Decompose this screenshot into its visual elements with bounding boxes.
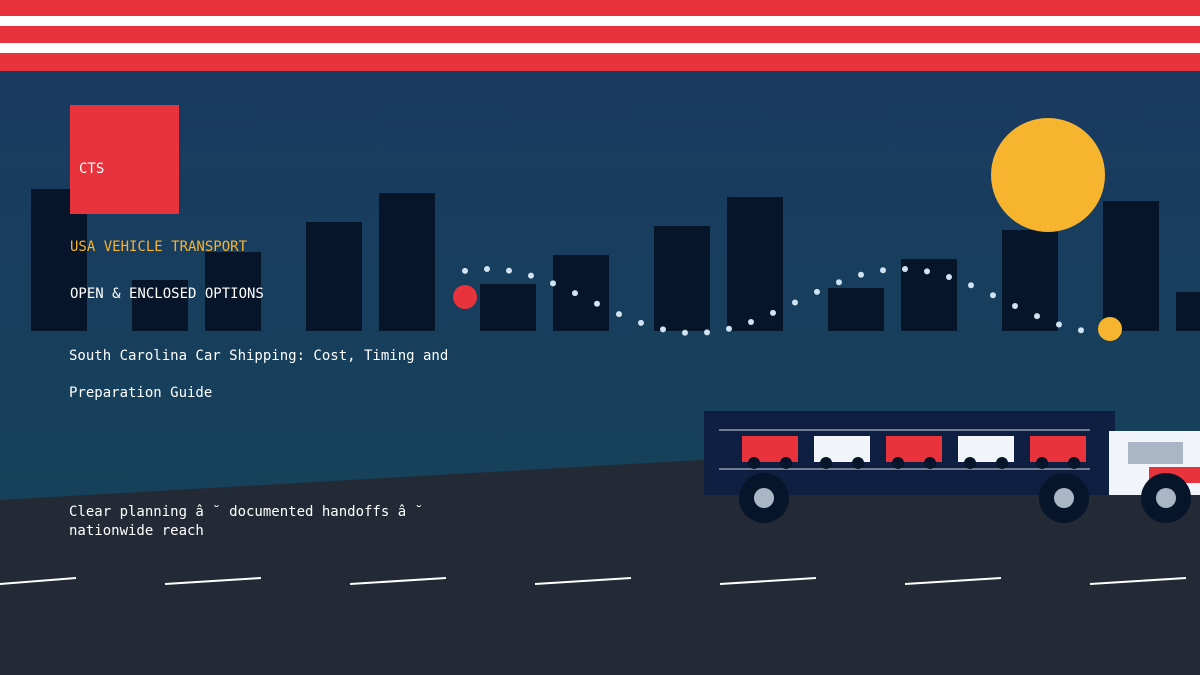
route-end-marker [1098,317,1122,341]
route-dot [572,290,578,297]
building [480,284,536,331]
truck-wheels [739,473,1191,523]
city-skyline [31,189,1200,331]
route-dot [550,280,556,287]
cargo-car [1030,436,1086,462]
building [1103,201,1159,331]
building [727,197,783,331]
route-dot [946,274,952,280]
route-dot [792,299,798,306]
building [828,288,884,331]
eyebrow-label: USA VEHICLE TRANSPORT [70,239,248,255]
road [0,460,1200,675]
route-dot [726,325,732,332]
route-dot [704,329,710,336]
lane-markings [0,577,1187,585]
route-dot [660,326,666,333]
cargo-cars [742,436,1086,462]
cab-window [1128,442,1183,464]
building [205,252,261,331]
route-dot [682,329,688,336]
route-dot [506,267,512,274]
logo-badge: CTS [70,105,179,214]
route-dot [616,311,622,318]
route-dot [638,319,644,326]
logo-text: CTS [79,161,105,177]
route-dot [924,268,930,275]
cargo-car [742,436,798,462]
top-stripes [0,0,1200,71]
route-dot [1034,313,1040,320]
tagline: Clear planning â ˘ documented handoffs â… [69,504,432,539]
building [654,226,710,331]
page-title: South Carolina Car Shipping: Cost, Timin… [69,348,457,401]
route-dot [814,288,820,295]
route-dot [594,300,600,307]
route-dot [1078,327,1084,334]
cargo-car [958,436,1014,462]
route-dot [968,282,974,289]
cargo-car-wheels [748,457,1080,469]
route-start-marker [453,285,477,309]
service-options-label: OPEN & ENCLOSED OPTIONS [70,286,264,302]
route-dot [462,267,468,274]
sun [991,118,1105,232]
route-dot [858,271,864,278]
route-path [462,266,1084,336]
building [306,222,362,331]
building [553,255,609,331]
route-dot [748,319,754,325]
cargo-car [814,436,870,462]
route-dot [484,266,490,272]
building [1176,292,1200,331]
route-dot [836,279,842,286]
cargo-car [886,436,942,462]
car-carrier-truck [704,411,1200,523]
route-dot [528,272,534,279]
route-dot [1056,321,1062,328]
route-dot [770,309,776,316]
building [379,193,435,331]
building [132,280,188,331]
route-dot [902,266,908,272]
building [1002,230,1058,331]
route-dot [1012,303,1018,309]
route-dot [880,267,886,274]
route-dot [990,292,996,299]
